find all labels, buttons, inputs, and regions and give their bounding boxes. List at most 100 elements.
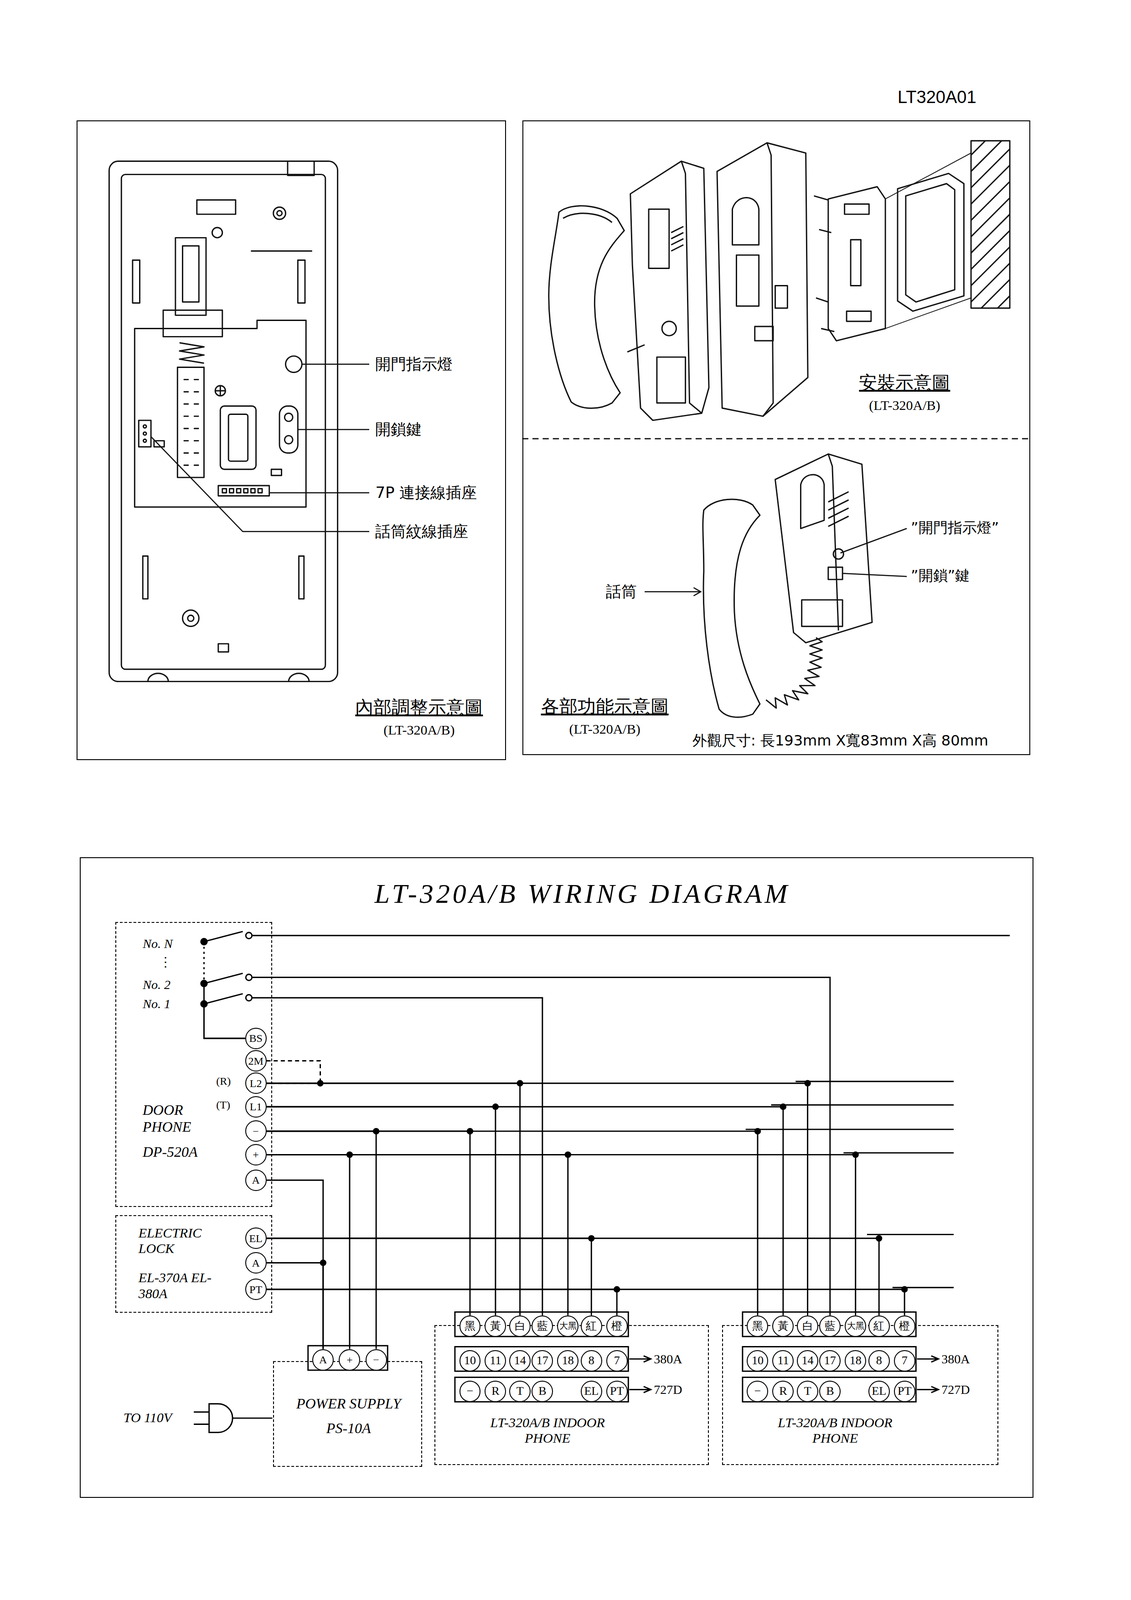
panel-caption: (LT-320A/B) <box>533 721 677 738</box>
interior-illustration <box>177 367 204 478</box>
exploded-view <box>548 205 625 408</box>
terminal-name: L2 <box>249 1077 263 1089</box>
assembled-view <box>828 567 843 580</box>
terminal-circle: 7 <box>893 1349 916 1372</box>
callout-label: 開門指示燈 <box>375 355 453 373</box>
wire <box>203 977 830 1316</box>
wire <box>266 1238 592 1316</box>
exploded-view <box>671 226 684 252</box>
terminal-name: − <box>252 1125 259 1137</box>
device-name: PS-10A <box>279 1419 419 1437</box>
exploded-view <box>905 183 955 303</box>
interior-illustration <box>215 385 226 396</box>
interior-illustration <box>299 555 305 599</box>
terminal-circle: 7 <box>606 1349 628 1372</box>
terminal-name: PT <box>609 1384 624 1397</box>
wiring-layout <box>742 1377 916 1402</box>
leader-line <box>693 587 701 596</box>
terminal-circle: 14 <box>509 1349 531 1372</box>
wiring-layout <box>245 994 252 1001</box>
wire <box>266 1131 758 1316</box>
terminal-circle: A <box>245 1169 267 1191</box>
panel-caption: 外觀尺寸: 長193mm X寬83mm X高 80mm <box>692 732 1028 749</box>
wiring-layout <box>232 1417 273 1419</box>
device-name: POWER SUPPLY <box>279 1394 419 1412</box>
leader-line <box>269 491 370 493</box>
terminal-name: 17 <box>536 1354 549 1367</box>
terminal-circle: A <box>245 1251 267 1274</box>
interior-illustration <box>143 432 147 436</box>
panel-caption: (LT-320A/B) <box>343 722 495 739</box>
terminal-name: R <box>491 1384 500 1397</box>
terminal-circle: 大黑 <box>844 1315 867 1337</box>
terminal-circle: 橙 <box>893 1315 916 1337</box>
terminal-name: 14 <box>801 1354 814 1367</box>
callout-label: 話筒紋線插座 <box>375 522 469 541</box>
terminal-name: L1 <box>249 1100 263 1112</box>
interior-illustration <box>108 161 338 682</box>
terminal-circle: PT <box>893 1380 916 1402</box>
wiring-layout <box>193 1411 210 1425</box>
terminal-circle: T <box>796 1380 819 1402</box>
leader-line <box>150 364 370 532</box>
callout-label: 話筒 <box>605 582 637 601</box>
switch-label: No. 2 <box>142 977 171 992</box>
terminal-name: 白 <box>802 1320 814 1332</box>
terminal-name: EL <box>871 1384 887 1397</box>
wire <box>266 1238 880 1316</box>
terminal-name: A <box>251 1174 260 1186</box>
terminal-name: 大黑 <box>846 1321 865 1331</box>
terminal-name: 藍 <box>824 1320 836 1332</box>
terminal-circle: L1 <box>245 1095 267 1118</box>
panel-caption: 安裝示意圖 <box>839 371 970 393</box>
wiring-layout <box>454 1346 629 1371</box>
wiring-layout <box>245 932 252 939</box>
wiring-layout <box>203 931 243 942</box>
assembled-view <box>702 454 873 718</box>
interior-illustration <box>284 435 293 444</box>
wiring-layout <box>742 1311 916 1337</box>
assembled-view <box>774 454 873 643</box>
terminal-circle: EL <box>245 1227 267 1249</box>
terminal-circle: EL <box>580 1380 603 1402</box>
interior-illustration <box>147 673 310 682</box>
wiring-layout <box>745 1128 954 1130</box>
exploded-view <box>661 321 677 336</box>
wiring-layout <box>867 1233 954 1235</box>
interior-illustration <box>279 406 298 454</box>
interior-illustration <box>132 260 140 304</box>
terminal-circle: − <box>245 1120 267 1142</box>
terminal-circle: A <box>312 1348 334 1371</box>
switch-label: No. N <box>142 936 173 951</box>
device-name: DOOR PHONE <box>142 1101 215 1136</box>
terminal-circle: B <box>531 1380 553 1402</box>
wire <box>203 997 543 1316</box>
terminal-circle: PT <box>245 1278 267 1300</box>
terminal-circle: 2M <box>245 1049 267 1072</box>
terminal-name: 白 <box>514 1320 526 1332</box>
terminal-name: 黃 <box>777 1320 789 1332</box>
interior-illustration <box>183 379 200 465</box>
wire <box>266 1179 324 1349</box>
interior-illustration <box>143 438 147 443</box>
terminal-name: 藍 <box>537 1320 548 1332</box>
terminal-circle: + <box>245 1143 267 1166</box>
callout-label: 7P 連接線插座 <box>375 483 477 502</box>
panel-caption: 各部功能示意圖 <box>533 695 677 717</box>
interior-illustration <box>273 206 286 220</box>
device-name: ELECTRIC LOCK <box>138 1224 221 1257</box>
terminal-name: 8 <box>876 1354 883 1367</box>
interior-illustration <box>218 485 270 496</box>
signal-name: (T) <box>216 1098 231 1112</box>
switch-label: ⋮ <box>159 954 172 970</box>
assembled-view <box>702 499 760 718</box>
terminal-circle: − <box>459 1380 481 1402</box>
terminal-circle: R <box>484 1380 507 1402</box>
wire <box>266 1154 569 1315</box>
terminal-name: A <box>251 1257 260 1269</box>
terminal-circle: BS <box>245 1027 267 1049</box>
interior-illustration <box>179 342 205 364</box>
interior-illustration <box>108 161 338 682</box>
wire <box>266 1154 856 1315</box>
terminal-circle: 17 <box>819 1349 841 1372</box>
